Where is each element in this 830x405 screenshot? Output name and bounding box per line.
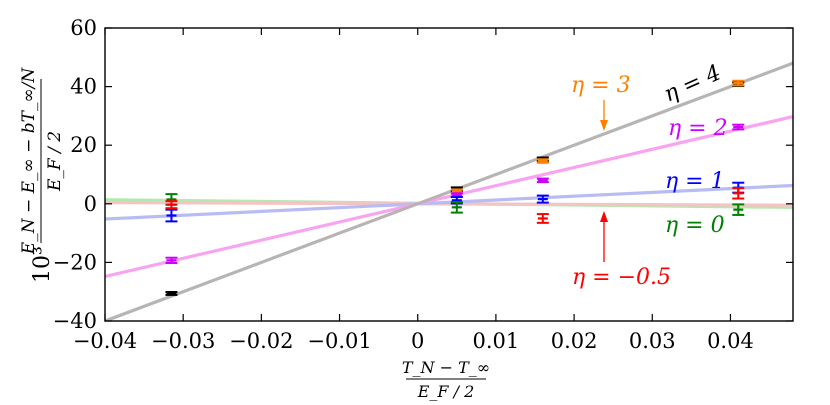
fit-line-2 xyxy=(105,115,793,279)
y-axis-label-prefix: 10³ xyxy=(30,246,55,283)
x-tick-label-8: 0.04 xyxy=(707,329,754,353)
x-axis-label-denominator: E_F / 2 xyxy=(417,382,475,401)
data-points xyxy=(165,79,745,296)
data-point-s4-p1 xyxy=(450,201,463,214)
x-axis-label-numerator: T_N − T_∞ xyxy=(402,358,490,377)
x-tick-label-0: −0.04 xyxy=(73,329,137,353)
x-axis-label: T_N − T_∞ E_F / 2 xyxy=(402,358,490,401)
data-point-s2-p2 xyxy=(536,177,549,184)
label-eta-1: η = 1 xyxy=(665,169,725,194)
data-point-s1-p1 xyxy=(536,158,549,164)
x-tick-label-6: 0.02 xyxy=(551,329,598,353)
y-axis-label-numerator: E_N − E_∞ − bT_∞/N xyxy=(19,67,39,256)
label-eta-2: η = 2 xyxy=(668,116,728,141)
label-eta-minus-0.5: η = −0.5 xyxy=(572,265,671,290)
fit-line-3 xyxy=(105,183,793,221)
data-point-s5-p0 xyxy=(165,200,178,210)
data-point-s4-p2 xyxy=(732,203,745,216)
data-point-s3-p2 xyxy=(536,194,549,204)
y-tick-label-1: −20 xyxy=(53,250,97,274)
arrow-eta-minus-0.5 xyxy=(600,211,608,262)
label-eta-0: η = 0 xyxy=(665,213,725,238)
y-axis-label: 10³ E_N − E_∞ − bT_∞/N E_F / 2 xyxy=(19,67,65,283)
y-tick-label-4: 40 xyxy=(70,75,97,99)
fit-line-0 xyxy=(105,61,793,321)
data-point-s3-p0 xyxy=(165,208,178,223)
y-axis-label-denominator: E_F / 2 xyxy=(45,131,65,192)
y-tick-label-2: 0 xyxy=(84,192,97,216)
x-tick-label-4: 0 xyxy=(411,329,424,353)
y-tick-label-5: 60 xyxy=(70,16,97,40)
data-point-s2-p3 xyxy=(732,123,745,131)
x-tick-label-2: −0.02 xyxy=(229,329,293,353)
x-tick-label-1: −0.03 xyxy=(151,329,215,353)
fit-line-5 xyxy=(105,201,793,207)
plot-frame xyxy=(104,27,794,322)
data-point-s0-p0 xyxy=(165,290,178,296)
x-tick-label-3: −0.01 xyxy=(307,329,371,353)
fit-lines xyxy=(105,61,793,321)
data-point-s5-p1 xyxy=(536,213,549,224)
label-eta-3: η = 3 xyxy=(571,73,631,98)
y-tick-label-0: −40 xyxy=(53,309,97,333)
arrow-eta-3 xyxy=(600,100,608,131)
x-tick-label-7: 0.03 xyxy=(629,329,676,353)
data-point-s2-p0 xyxy=(165,256,178,264)
axis-ticks: −0.04 −0.03 −0.02 −0.01 0 0.01 0.02 0.03 0.04 −40… xyxy=(53,16,793,353)
x-tick-label-5: 0.01 xyxy=(473,329,520,353)
data-point-s1-p2 xyxy=(732,79,745,87)
data-point-s5-p2 xyxy=(732,186,745,200)
y-tick-label-3: 20 xyxy=(70,133,97,157)
